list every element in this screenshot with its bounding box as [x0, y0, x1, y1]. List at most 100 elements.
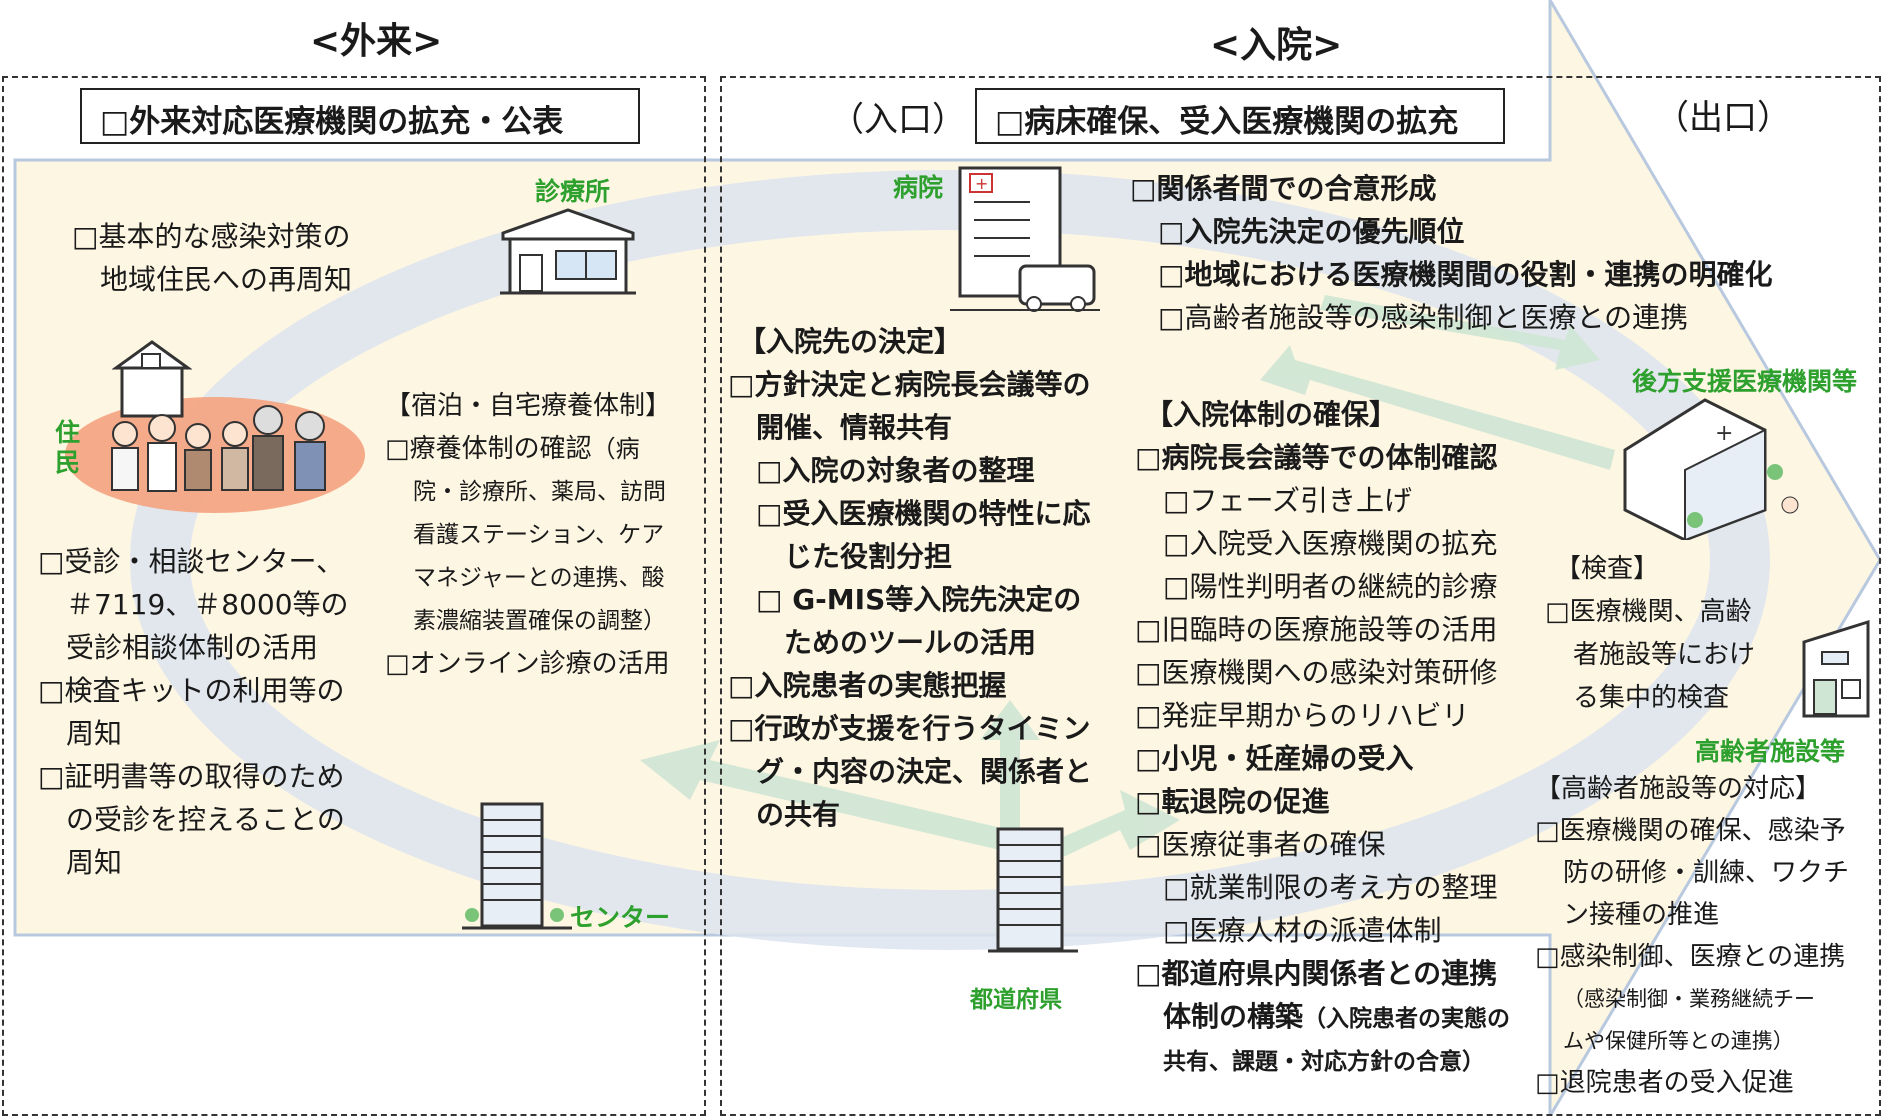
- elderly-response-block: 【高齢者施設等の対応】 □医療機関の確保、感染予 防の研修・訓練、ワクチ ン接種…: [1535, 768, 1849, 1104]
- elderly-line: ムや保健所等との連携）: [1563, 1029, 1794, 1053]
- elderly-title: 【高齢者施設等の対応】: [1535, 774, 1822, 804]
- system-line: □陽性判明者の継続的診療: [1163, 570, 1498, 603]
- admission-decision-block: 【入院先の決定】 □方針決定と病院長会議等の 開催、情報共有 □入院の対象者の整…: [728, 320, 1092, 836]
- system-line-sub: （入院患者の実態の: [1303, 1006, 1511, 1032]
- hospital-icon: +: [950, 166, 1100, 312]
- admission-line: □入院患者の実態把握: [728, 669, 1007, 702]
- consult-line: □証明書等の取得のため: [38, 760, 345, 793]
- infection-measures-text: □基本的な感染対策の 地域住民への再周知: [72, 215, 352, 301]
- admission-line: □ G-MIS等入院先決定の: [756, 583, 1082, 616]
- home-care-line: 素濃縮装置確保の調整）: [413, 608, 666, 634]
- elderly-line: □退院患者の受入促進: [1535, 1068, 1794, 1098]
- green-arrow-up: [980, 700, 1040, 830]
- svg-text:+: +: [1715, 421, 1733, 446]
- system-line: □発症早期からのリハビリ: [1135, 699, 1470, 732]
- elderly-line: （感染制御・業務継続チー: [1563, 987, 1815, 1011]
- admission-decision-title: 【入院先の決定】: [738, 325, 963, 358]
- home-care-block: 【宿泊・自宅療養体制】 □療養体制の確認（病 院・診療所、薬局、訪問 看護ステー…: [385, 385, 671, 686]
- consensus-item: □地域における医療機関間の役割・連携の明確化: [1158, 258, 1773, 291]
- outpatient-box-title: □外来対応医療機関の拡充・公表: [80, 88, 640, 144]
- system-line: □入院受入医療機関の拡充: [1163, 527, 1498, 560]
- cycle-ring: [130, 170, 1770, 950]
- entrance-label: （入口）: [830, 100, 966, 140]
- admission-system-title: 【入院体制の確保】: [1145, 398, 1398, 431]
- prefecture-building-icon: [988, 827, 1078, 953]
- infection-line-1: □基本的な感染対策の: [72, 220, 351, 253]
- admission-line: □受入医療機関の特性に応: [756, 497, 1091, 530]
- admission-line: グ・内容の決定、関係者と: [756, 755, 1093, 788]
- admission-line: じた役割分担: [784, 540, 953, 573]
- admission-line: □入院の対象者の整理: [756, 454, 1035, 487]
- home-care-line: □療養体制の確認（病: [385, 428, 671, 471]
- consensus-item: □入院先決定の優先順位: [1158, 215, 1465, 248]
- system-line: □就業制限の考え方の整理: [1163, 871, 1498, 904]
- system-line: 共有、課題・対応方針の合意）: [1163, 1049, 1485, 1075]
- elderly-line: ン接種の推進: [1563, 900, 1720, 930]
- system-line: 体制の構築（入院患者の実態の: [1135, 995, 1510, 1041]
- exit-label: （出口）: [1655, 98, 1791, 138]
- home-care-check: □療養体制の確認: [385, 434, 592, 464]
- house-icon: [112, 340, 192, 418]
- consult-line: ＃7119、＃8000等の: [66, 588, 349, 621]
- consult-line: 受診相談体制の活用: [66, 631, 319, 664]
- elderly-facility-icon: [1802, 619, 1870, 718]
- consultation-list: □受診・相談センター、 ＃7119、＃8000等の 受診相談体制の活用 □検査キ…: [38, 540, 349, 884]
- system-line: □フェーズ引き上げ: [1163, 484, 1413, 517]
- hospital-label: 病院: [893, 173, 944, 202]
- inpatient-heading: <入院>: [1210, 25, 1343, 66]
- clinic-icon: [500, 208, 636, 295]
- home-care-line: 院・診療所、薬局、訪問: [413, 479, 666, 505]
- system-line: □医療機関への感染対策研修: [1135, 656, 1498, 689]
- inpatient-box-title: □病床確保、受入医療機関の拡充: [975, 88, 1505, 144]
- system-line: □転退院の促進: [1135, 785, 1330, 818]
- admission-line: ためのツールの活用: [784, 626, 1037, 659]
- home-care-line: 看護ステーション、ケア: [413, 522, 665, 548]
- home-care-title: 【宿泊・自宅療養体制】: [385, 391, 672, 421]
- system-line: □旧臨時の医療施設等の活用: [1135, 613, 1498, 646]
- elderly-line: 防の研修・訓練、ワクチ: [1563, 858, 1850, 888]
- consult-line: □検査キットの利用等の: [38, 674, 345, 707]
- admission-line: □方針決定と病院長会議等の: [728, 368, 1091, 401]
- testing-block: 【検査】 □医療機関、高齢 者施設等におけ る集中的検査: [1545, 548, 1755, 720]
- admission-line: 開催、情報共有: [756, 411, 953, 444]
- consult-line: の受診を控えることの: [66, 803, 345, 836]
- system-line: □都道府県内関係者との連携: [1135, 957, 1498, 990]
- system-line: □医療人材の派遣体制: [1163, 914, 1442, 947]
- backup-hospital-icon: +: [1623, 398, 1799, 540]
- consensus-item: □高齢者施設等の感染制御と医療との連携: [1158, 301, 1689, 334]
- center-label: センター: [570, 903, 671, 932]
- prefecture-label: 都道府県: [970, 987, 1062, 1013]
- testing-title: 【検査】: [1555, 554, 1660, 584]
- clinic-label: 診療所: [535, 177, 611, 206]
- home-care-line: マネジャーとの連携、酸: [413, 565, 665, 591]
- consult-line: 周知: [66, 846, 123, 879]
- testing-line: 者施設等におけ: [1573, 640, 1756, 670]
- system-line-main: 体制の構築: [1163, 1000, 1304, 1033]
- system-line: □医療従事者の確保: [1135, 828, 1386, 861]
- admission-system-block: 【入院体制の確保】 □病院長会議等での体制確認 □フェーズ引き上げ □入院受入医…: [1135, 393, 1510, 1084]
- consult-line: □受診・相談センター、: [38, 545, 345, 578]
- residents-label: 住民: [55, 418, 81, 477]
- system-line: □小児・妊産婦の受入: [1135, 742, 1414, 775]
- elderly-label: 高齢者施設等: [1695, 737, 1846, 766]
- residents-oval: [65, 397, 365, 513]
- green-arrow-top-left: [1260, 345, 1615, 470]
- residents-family-icon: [111, 405, 326, 492]
- outpatient-heading: <外来>: [310, 21, 443, 62]
- admission-line: □行政が支援を行うタイミン: [728, 712, 1091, 745]
- inpatient-panel: [720, 76, 1881, 1116]
- infection-line-2: 地域住民への再周知: [100, 263, 353, 296]
- testing-line: る集中的検査: [1573, 683, 1730, 713]
- system-line: □病院長会議等での体制確認: [1135, 441, 1498, 474]
- center-building-icon: [462, 802, 572, 930]
- home-care-line: □オンライン診療の活用: [385, 649, 670, 679]
- svg-text:+: +: [975, 174, 988, 193]
- outpatient-panel: [2, 76, 706, 1116]
- consensus-title: □関係者間での合意形成: [1130, 172, 1437, 205]
- admission-line: の共有: [756, 798, 841, 831]
- green-arrow-center: [640, 740, 1010, 850]
- backup-label: 後方支援医療機関等: [1632, 367, 1858, 396]
- consensus-block: □関係者間での合意形成 □入院先決定の優先順位 □地域における医療機関間の役割・…: [1130, 167, 1772, 339]
- elderly-line: □感染制御、医療との連携: [1535, 942, 1846, 972]
- elderly-line: □医療機関の確保、感染予: [1535, 816, 1846, 846]
